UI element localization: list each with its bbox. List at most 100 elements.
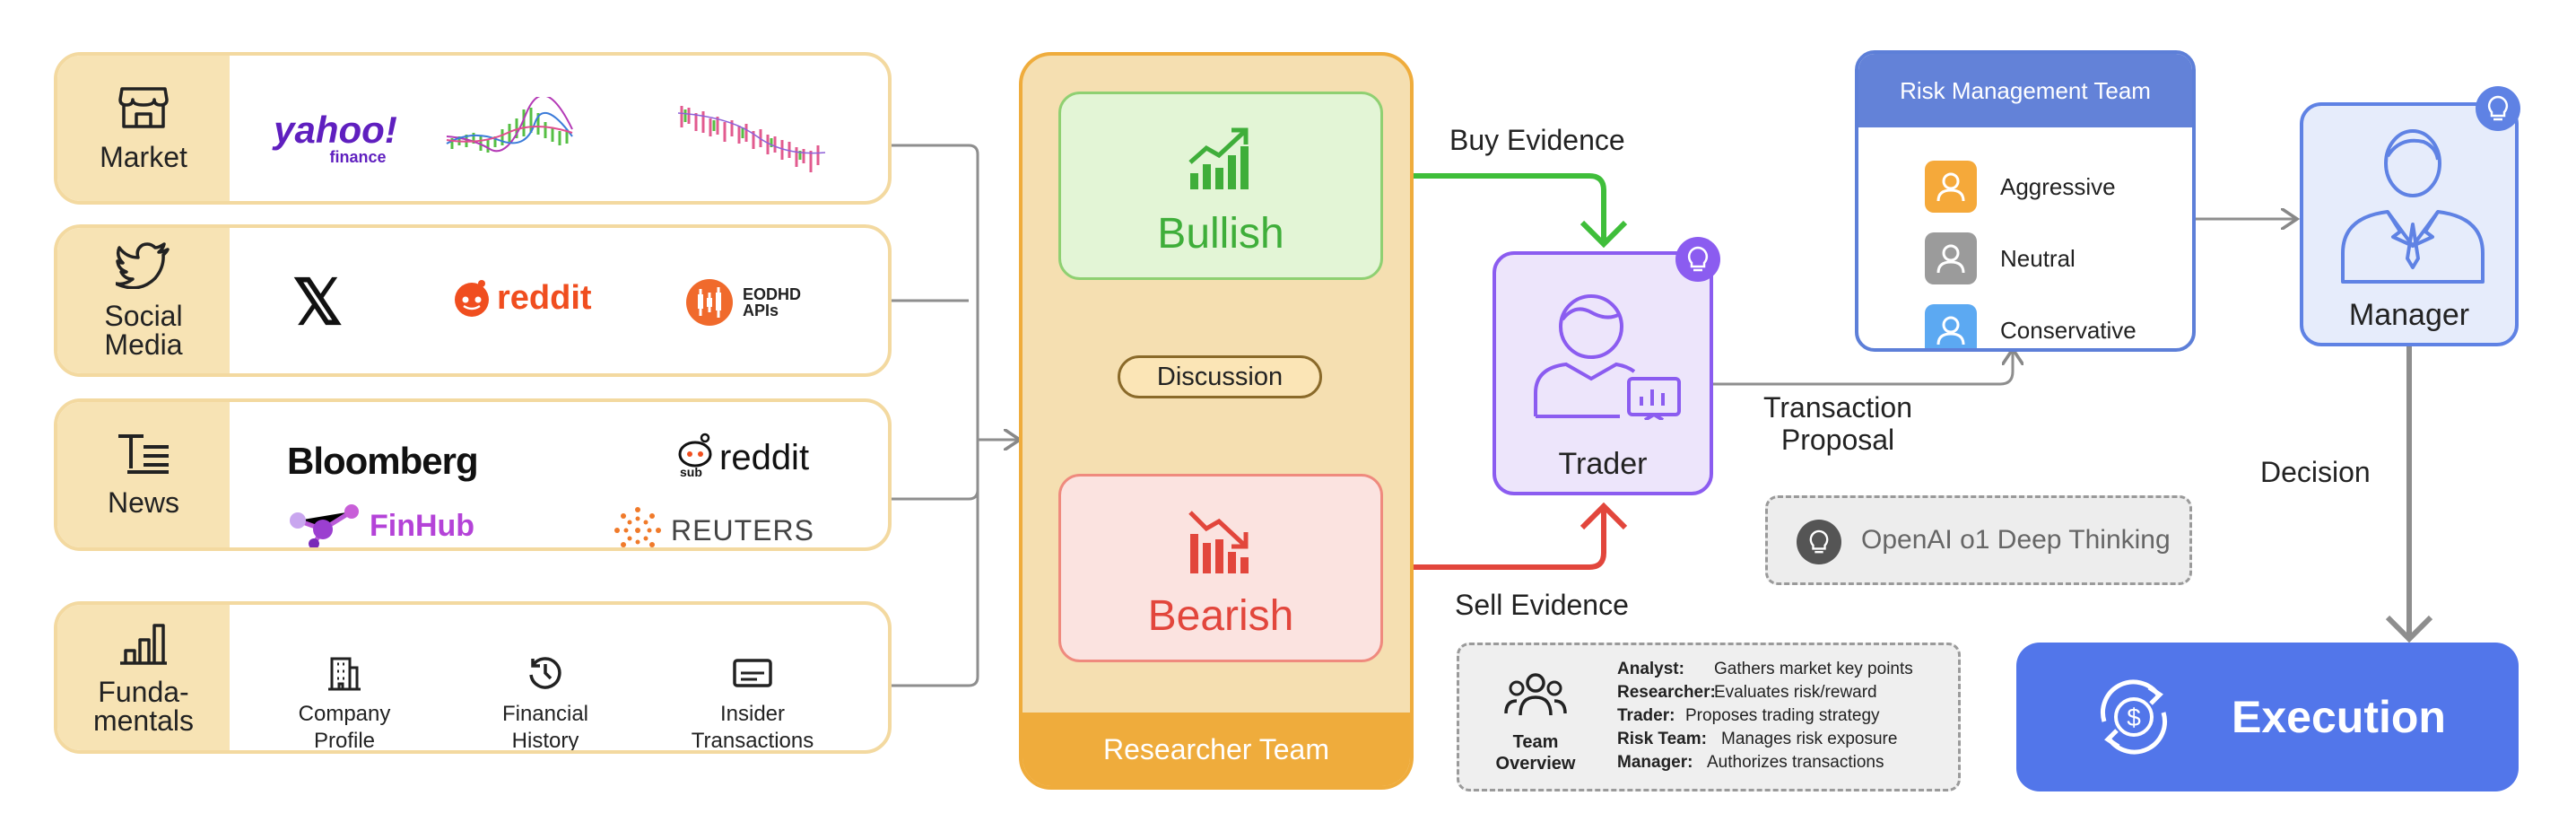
history-clock-icon	[529, 657, 561, 689]
source-category: Market	[57, 56, 230, 201]
finhub-logo: FinHub	[287, 503, 475, 547]
manager-person-icon	[2341, 129, 2485, 284]
overview-role: Researcher:	[1617, 683, 1716, 702]
execution-label: Execution	[2232, 692, 2446, 742]
reuters-dots-icon	[614, 507, 661, 547]
source-row-fundamentals: Funda- mentals Company Profile Financial…	[54, 601, 892, 754]
logo-text: REUTERS	[671, 513, 814, 547]
risk-member-neutral: Neutral	[1925, 232, 2076, 285]
category-label: Funda- mentals	[92, 676, 195, 737]
overview-desc: Manages risk exposure	[1721, 730, 1898, 748]
risk-member-aggressive: Aggressive	[1925, 160, 2116, 214]
logo-text: yahoo!	[274, 109, 397, 151]
risk-member-label: Conservative	[2000, 316, 2137, 344]
source-row-social-media: Social Media 𝕏 reddit EODHD APIs	[54, 224, 892, 377]
logo-text: reddit	[497, 278, 592, 317]
trader-box: Trader	[1493, 251, 1713, 495]
bearish-label: Bearish	[1147, 592, 1294, 640]
risk-team-title: Risk Management Team	[1858, 54, 2192, 127]
source-category: News	[57, 402, 230, 547]
bullish-label: Bullish	[1157, 210, 1284, 258]
bearish-chart-icon	[1188, 511, 1249, 573]
logo-text: EODHD	[743, 285, 802, 303]
dollar-cycle-icon: $	[2100, 679, 2168, 755]
company-profile-item: Company Profile	[282, 655, 407, 753]
overview-role: Trader:	[1617, 706, 1675, 725]
eodhd-candle-icon	[686, 279, 733, 326]
item-label: Financial History	[501, 702, 589, 753]
lightbulb-icon	[2487, 95, 2509, 121]
building-icon	[328, 657, 361, 691]
source-row-news: News Bloomberg sub reddit FinHub REUTERS	[54, 398, 892, 551]
logo-text: FinHub	[370, 508, 475, 543]
overview-role: Manager:	[1617, 753, 1693, 772]
bearish-box: Bearish	[1058, 474, 1383, 662]
reddit-logo: reddit	[452, 278, 592, 318]
discussion-pill: Discussion	[1118, 355, 1322, 398]
bullish-box: Bullish	[1058, 92, 1383, 280]
overview-row: Researcher:Evaluates risk/reward	[1617, 683, 1877, 703]
trader-label: Trader	[1558, 447, 1648, 481]
x-logo: 𝕏	[292, 267, 344, 337]
yahoo-finance-logo: yahoo! finance	[264, 109, 407, 166]
team-overview-title: Team Overview	[1495, 732, 1576, 774]
category-label: Market	[100, 141, 187, 173]
reddit-sub-logo: sub reddit	[676, 433, 809, 483]
card-icon	[733, 659, 772, 687]
logo-text: finance	[329, 148, 387, 166]
bullish-chart-icon	[1188, 127, 1249, 189]
finhub-network-icon	[290, 504, 359, 547]
source-row-market: Market yahoo! finance	[54, 52, 892, 205]
openai-note: OpenAI o1 Deep Thinking	[1765, 495, 2192, 585]
bar-chart-icon	[120, 624, 167, 665]
buy-evidence-label: Buy Evidence	[1449, 124, 1625, 156]
overview-role: Analyst:	[1617, 660, 1684, 678]
bloomberg-logo: Bloomberg	[287, 440, 479, 482]
logo-text: reddit	[719, 437, 810, 477]
source-category: Funda- mentals	[57, 605, 230, 750]
overview-row: Trader: Proposes trading strategy	[1617, 706, 1880, 726]
risk-member-label: Aggressive	[2000, 172, 2116, 200]
source-category: Social Media	[57, 228, 230, 373]
overview-row: Manager: Authorizes transactions	[1617, 753, 1884, 773]
lightbulb-icon	[1687, 246, 1709, 272]
person-icon	[1925, 304, 1977, 348]
risk-member-conservative: Conservative	[1925, 303, 2137, 348]
openai-label: OpenAI o1 Deep Thinking	[1861, 525, 2171, 555]
risk-member-label: Neutral	[2000, 244, 2076, 272]
overview-desc: Authorizes transactions	[1707, 753, 1884, 772]
category-label: Social Media	[104, 300, 183, 361]
reddit-alien-icon	[455, 280, 489, 317]
svg-text:$: $	[2127, 704, 2141, 731]
overview-desc: Proposes trading strategy	[1685, 706, 1880, 725]
transaction-proposal-label: Transaction Proposal	[1763, 391, 1912, 456]
overview-row: Analyst: Gathers market key points	[1617, 660, 1913, 679]
trader-lightbulb-badge	[1675, 237, 1720, 282]
researcher-team-label: Researcher Team	[1023, 713, 1410, 786]
moving-average-chart-icon	[446, 97, 573, 153]
trader-person-icon	[1534, 294, 1681, 420]
reuters-logo: REUTERS	[612, 504, 814, 547]
logo-text: APIs	[743, 302, 779, 319]
category-label: News	[107, 486, 179, 519]
logo-text: sub	[680, 465, 702, 479]
twitter-bird-icon	[116, 242, 170, 289]
candlestick-chart-icon	[677, 106, 826, 172]
execution-box: $ Execution	[2016, 643, 2519, 791]
eodhd-logo: EODHD APIs	[685, 278, 801, 327]
item-label: Company Profile	[298, 702, 391, 753]
overview-row: Risk Team:Manages risk exposure	[1617, 730, 1897, 749]
financial-history-item: Financial History	[483, 655, 608, 753]
reddit-alien-icon	[678, 433, 712, 468]
overview-desc: Gathers market key points	[1714, 660, 1913, 678]
openai-bulb-icon	[1797, 520, 1841, 564]
person-icon	[1925, 161, 1977, 213]
manager-label: Manager	[2348, 298, 2470, 332]
decision-label: Decision	[2260, 456, 2371, 488]
newspaper-icon	[118, 434, 169, 474]
team-icon	[1504, 673, 1567, 716]
overview-desc: Evaluates risk/reward	[1714, 683, 1877, 702]
team-overview-box: Team Overview Analyst: Gathers market key…	[1457, 643, 1961, 791]
sell-evidence-label: Sell Evidence	[1455, 589, 1629, 621]
risk-management-team-panel: Risk Management Team Aggressive Neutral …	[1855, 50, 2196, 352]
